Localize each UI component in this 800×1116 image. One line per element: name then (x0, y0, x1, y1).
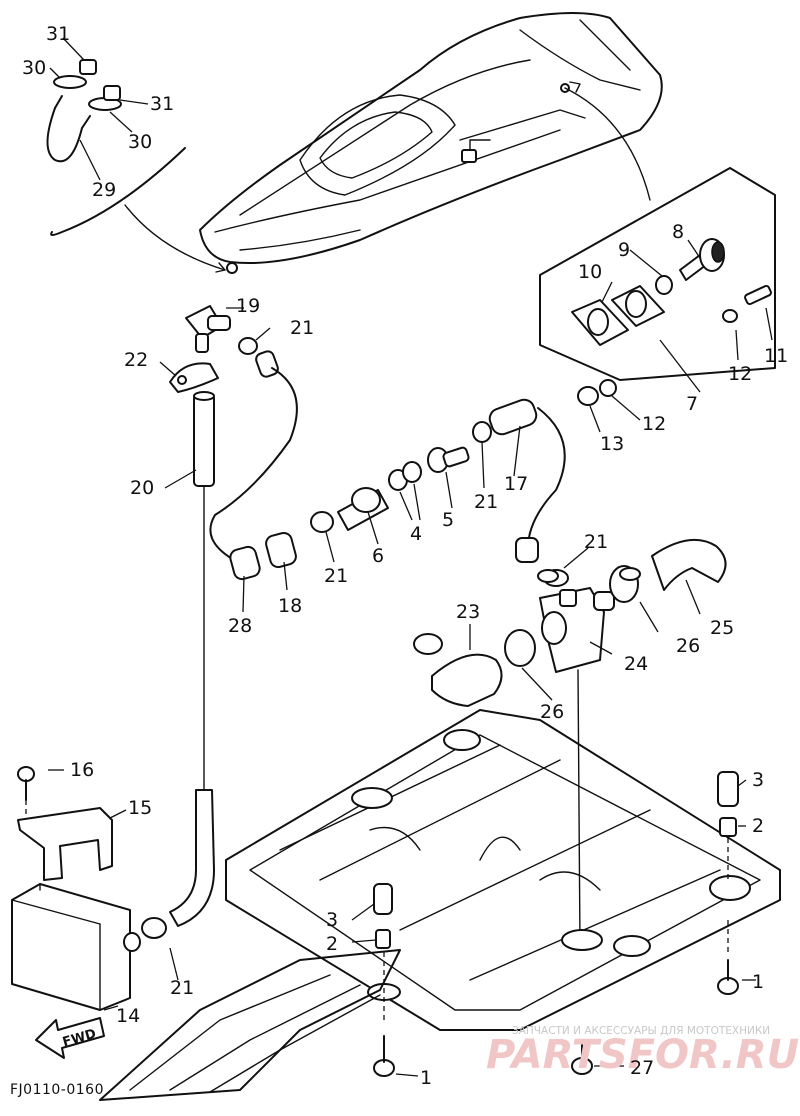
watermark-tagline: ЗАПЧАСТИ И АКСЕССУАРЫ ДЛЯ МОТОТЕХНИКИ (512, 1025, 770, 1037)
callout-19: 19 (236, 295, 260, 317)
callout-13: 13 (600, 433, 624, 455)
forward-arrow: FWD (35, 1017, 105, 1059)
callout-21: 21 (324, 565, 348, 587)
hose-assembly (159, 305, 566, 791)
watercraft-hull (199, 12, 663, 274)
callout-30: 30 (22, 57, 46, 79)
callout-4: 4 (410, 523, 422, 545)
callout-31: 31 (46, 23, 70, 45)
callout-2: 2 (752, 815, 764, 837)
callout-8: 8 (672, 221, 684, 243)
callout-29: 29 (92, 179, 116, 201)
callout-22: 22 (124, 349, 148, 371)
callout-2: 2 (326, 933, 338, 955)
callout-18: 18 (278, 595, 302, 617)
callout-5: 5 (442, 509, 454, 531)
callout-27: 27 (630, 1057, 654, 1079)
callout-20: 20 (130, 477, 154, 499)
callout-23: 23 (456, 601, 480, 623)
watermark-brand: PARTSFOR.RU (486, 1032, 799, 1078)
diagram-code: FJ0110-0160 (10, 1082, 104, 1098)
inset-drain-plug (539, 167, 776, 393)
callout-15: 15 (128, 797, 152, 819)
battery-box-parts (11, 766, 215, 1011)
callout-26: 26 (540, 701, 564, 723)
callout-labels: 31 30 31 30 29 8 9 10 11 12 7 12 13 19 2… (22, 23, 788, 1089)
callout-21: 21 (290, 317, 314, 339)
callout-14: 14 (116, 1005, 140, 1027)
callout-12: 12 (642, 413, 666, 435)
callout-3: 3 (326, 909, 338, 931)
callout-31: 31 (150, 93, 174, 115)
nut-washer (577, 379, 641, 433)
callout-28: 28 (228, 615, 252, 637)
callout-16: 16 (70, 759, 94, 781)
callout-9: 9 (618, 239, 630, 261)
callout-6: 6 (372, 545, 384, 567)
callout-26: 26 (676, 635, 700, 657)
callout-21: 21 (584, 531, 608, 553)
callout-24: 24 (624, 653, 648, 675)
callout-12: 12 (728, 363, 752, 385)
callout-30: 30 (128, 131, 152, 153)
callout-11: 11 (764, 345, 788, 367)
jet-pump-hull (99, 949, 401, 1101)
callout-17: 17 (504, 473, 528, 495)
callout-10: 10 (578, 261, 602, 283)
callout-1: 1 (420, 1067, 432, 1089)
callout-21: 21 (170, 977, 194, 999)
watermark: PARTSFOR.RU ЗАПЧАСТИ И АКСЕССУАРЫ ДЛЯ МО… (486, 1025, 799, 1078)
inset-mount-bolts (46, 37, 226, 273)
callout-7: 7 (686, 393, 698, 415)
callout-25: 25 (710, 617, 734, 639)
engine-bed-frame (225, 709, 781, 1031)
bilge-valve-assembly (413, 539, 727, 947)
callout-3: 3 (752, 769, 764, 791)
callout-1: 1 (752, 971, 764, 993)
callout-21: 21 (474, 491, 498, 513)
mount-bolts (351, 771, 756, 1077)
